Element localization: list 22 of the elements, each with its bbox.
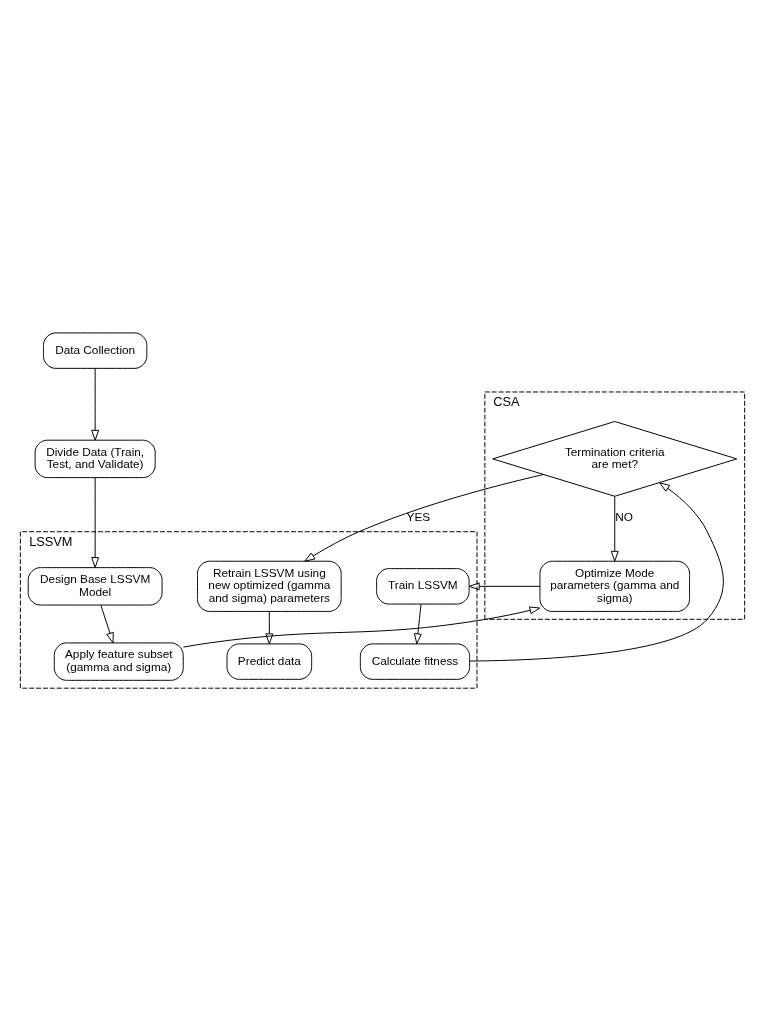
arrow [91, 367, 100, 441]
edge-label: NO [615, 509, 633, 523]
arrow [182, 605, 541, 648]
arrow [100, 604, 114, 643]
arrow [469, 481, 724, 662]
node-box: Design Base LSSVM Model [27, 566, 163, 606]
arrow [265, 610, 274, 644]
node-box: Data Collection [43, 331, 148, 369]
node-box: Apply feature subset (gamma and sigma) [53, 641, 184, 681]
arrow [610, 495, 619, 562]
node-box: Divide Data (Train, Test, and Validate) [34, 439, 156, 478]
node-diamond: Termination criteria are met? [492, 420, 738, 497]
arrow [91, 476, 100, 568]
arrow [413, 603, 422, 644]
node-box: Train LSSVM [376, 567, 470, 605]
node-box: Optimize Mode parameters (gamma and sigma) [539, 560, 690, 612]
arrow [468, 581, 541, 590]
node-box: Retrain LSSVM using new optimized (gamma and sigma) parameters [197, 560, 342, 612]
node-box: Predict data [226, 642, 313, 680]
edge-label: YES [406, 509, 431, 523]
node-box: Calculate fitness [359, 642, 471, 680]
arrow [304, 473, 544, 562]
